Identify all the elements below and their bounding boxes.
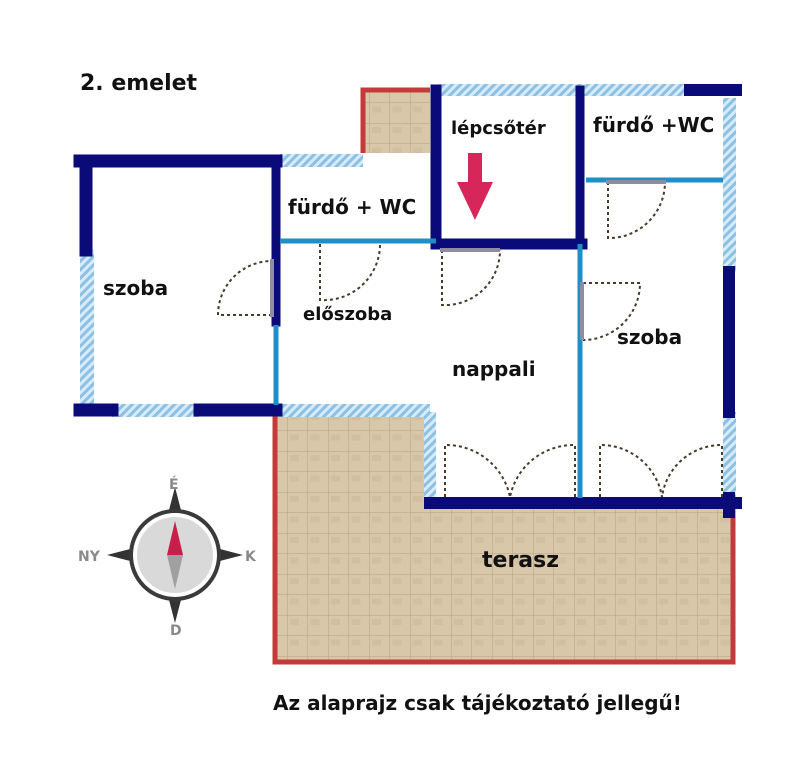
door-swing: [599, 443, 663, 498]
window: [723, 412, 736, 498]
stairs-arrow: [457, 153, 493, 220]
balcony: [360, 87, 430, 153]
compass-south-label: D: [170, 623, 182, 639]
compass-needle-south: [167, 555, 183, 589]
door-swing: [607, 181, 666, 240]
door-swing: [319, 243, 382, 302]
compass-north-label: É: [169, 476, 179, 493]
room-label-eloszoba: előszoba: [303, 304, 392, 325]
door-swing: [444, 443, 511, 498]
window: [438, 84, 690, 96]
door-swing: [661, 443, 723, 498]
compass: É D K NY: [78, 476, 257, 639]
window: [280, 404, 430, 417]
door-swing: [216, 260, 273, 316]
window: [723, 98, 736, 272]
window: [424, 412, 436, 498]
compass-needle-north: [167, 521, 183, 555]
main-walls: [73, 84, 742, 518]
room-label-terasz: terasz: [482, 548, 559, 573]
room-label-szoba-east: szoba: [617, 325, 682, 349]
floor-title: 2. emelet: [80, 71, 198, 96]
terrace: [272, 416, 736, 665]
windows: [80, 84, 736, 498]
window: [112, 404, 200, 417]
room-label-furdo-wc-2: fürdő +WC: [593, 113, 714, 137]
compass-east-label: K: [245, 549, 257, 565]
window: [80, 250, 94, 410]
room-label-szoba-west: szoba: [103, 276, 168, 300]
door-swing: [441, 249, 502, 307]
terrace-border: [272, 416, 736, 665]
compass-west-label: NY: [78, 549, 101, 565]
disclaimer: Az alaprajz csak tájékoztató jellegű!: [273, 691, 682, 715]
door-swing: [509, 443, 576, 498]
room-label-furdo-wc-1: fürdő + WC: [288, 195, 416, 219]
room-label-lepcsoter: lépcsőtér: [451, 118, 546, 139]
doors: [216, 181, 723, 498]
door-leaves: [270, 180, 666, 340]
room-label-nappali: nappali: [452, 357, 536, 381]
door-swing: [582, 282, 642, 341]
window: [280, 154, 363, 167]
terrace-floor: [275, 416, 733, 662]
